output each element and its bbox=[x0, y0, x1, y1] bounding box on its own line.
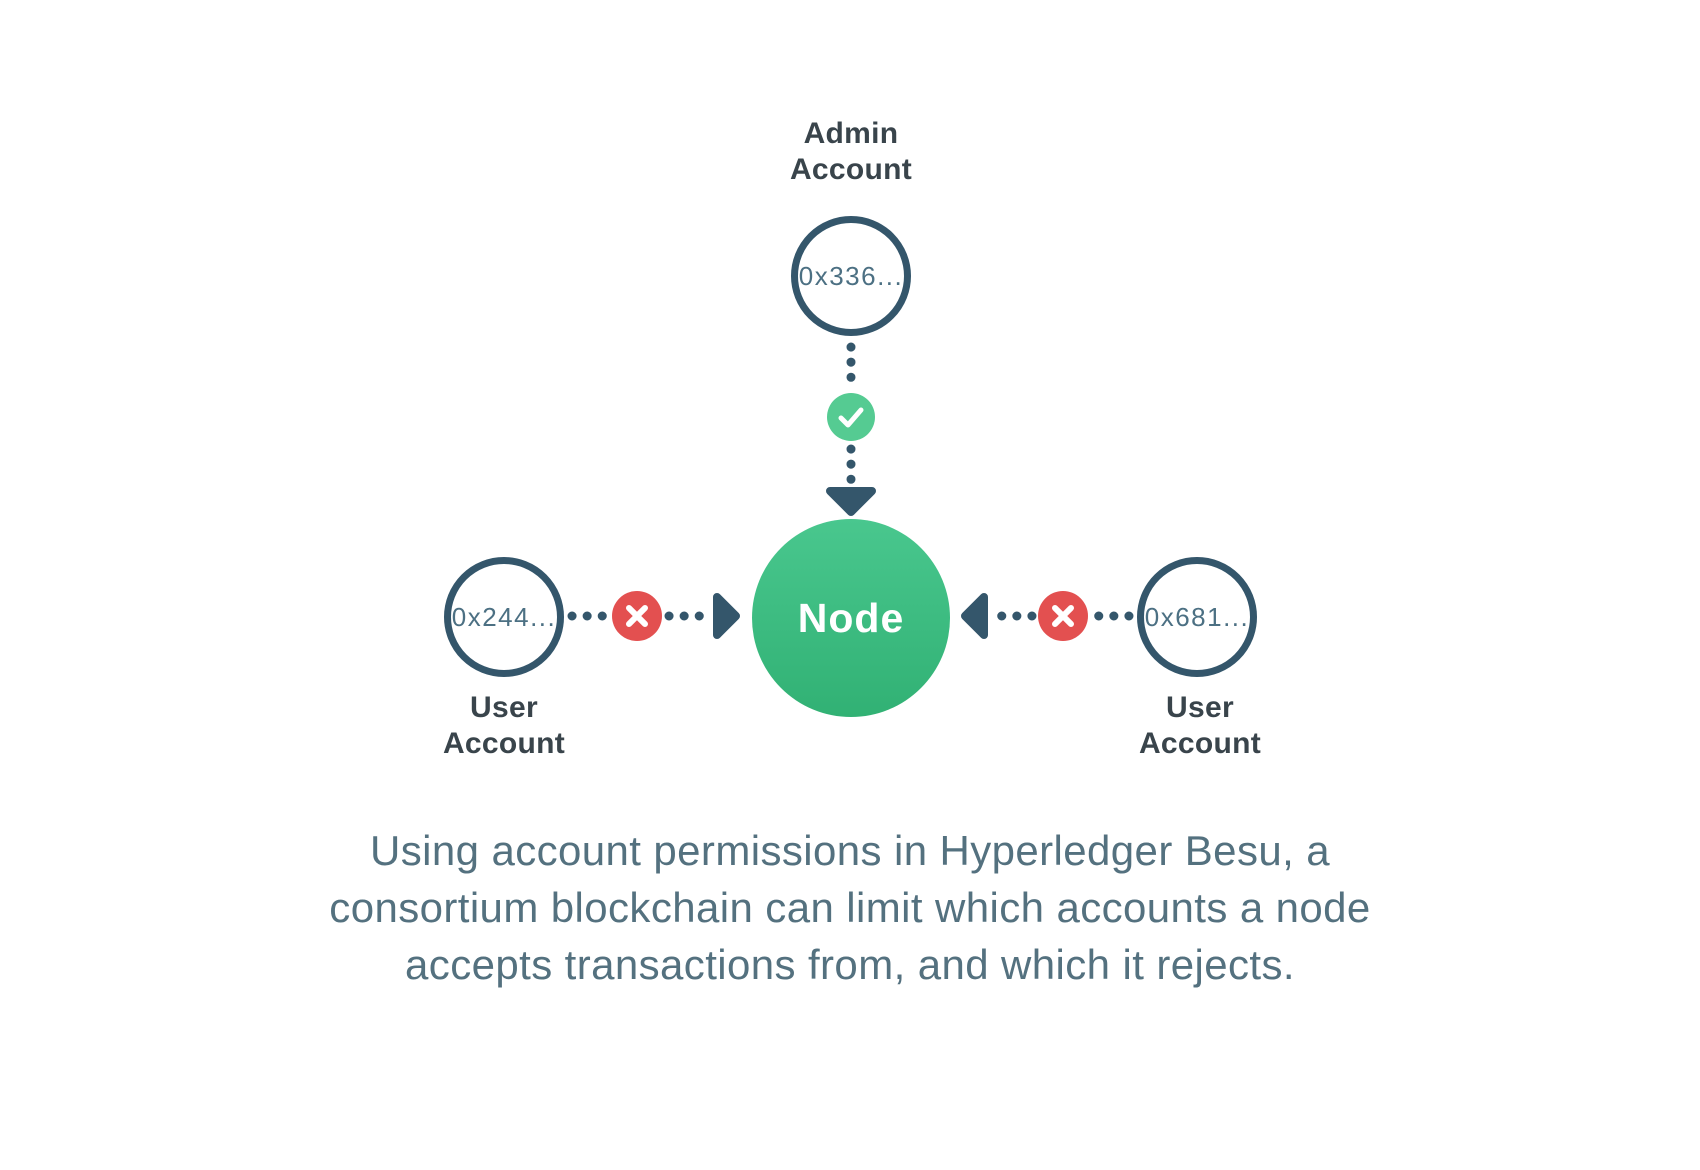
check-icon bbox=[838, 407, 864, 428]
caption-text: Using account permissions in Hyperledger… bbox=[329, 827, 1371, 988]
user-account-address-right: 0x681... bbox=[1144, 601, 1250, 632]
user-account-address-left: 0x244... bbox=[451, 601, 557, 632]
allow-badge bbox=[827, 393, 875, 441]
node-circle: Node bbox=[752, 519, 950, 717]
admin-account-address: 0x336... bbox=[798, 260, 904, 291]
cross-icon bbox=[1052, 605, 1074, 627]
deny-badge-right bbox=[1038, 591, 1088, 641]
user-account-label-right: User Account bbox=[1138, 691, 1262, 760]
user-account-label-left: User Account bbox=[442, 691, 566, 760]
admin-account-label: Admin Account bbox=[789, 117, 913, 186]
deny-badge-left bbox=[612, 591, 662, 641]
arrowhead-down-icon bbox=[826, 487, 876, 516]
user-account-circle-left: 0x244... bbox=[444, 557, 564, 677]
arrowhead-left-icon bbox=[961, 593, 988, 639]
user-account-circle-right: 0x681... bbox=[1137, 557, 1257, 677]
cross-icon bbox=[626, 605, 648, 627]
node-label: Node bbox=[797, 594, 905, 641]
admin-account-circle: 0x336... bbox=[791, 216, 911, 336]
arrowhead-right-icon bbox=[713, 593, 740, 639]
